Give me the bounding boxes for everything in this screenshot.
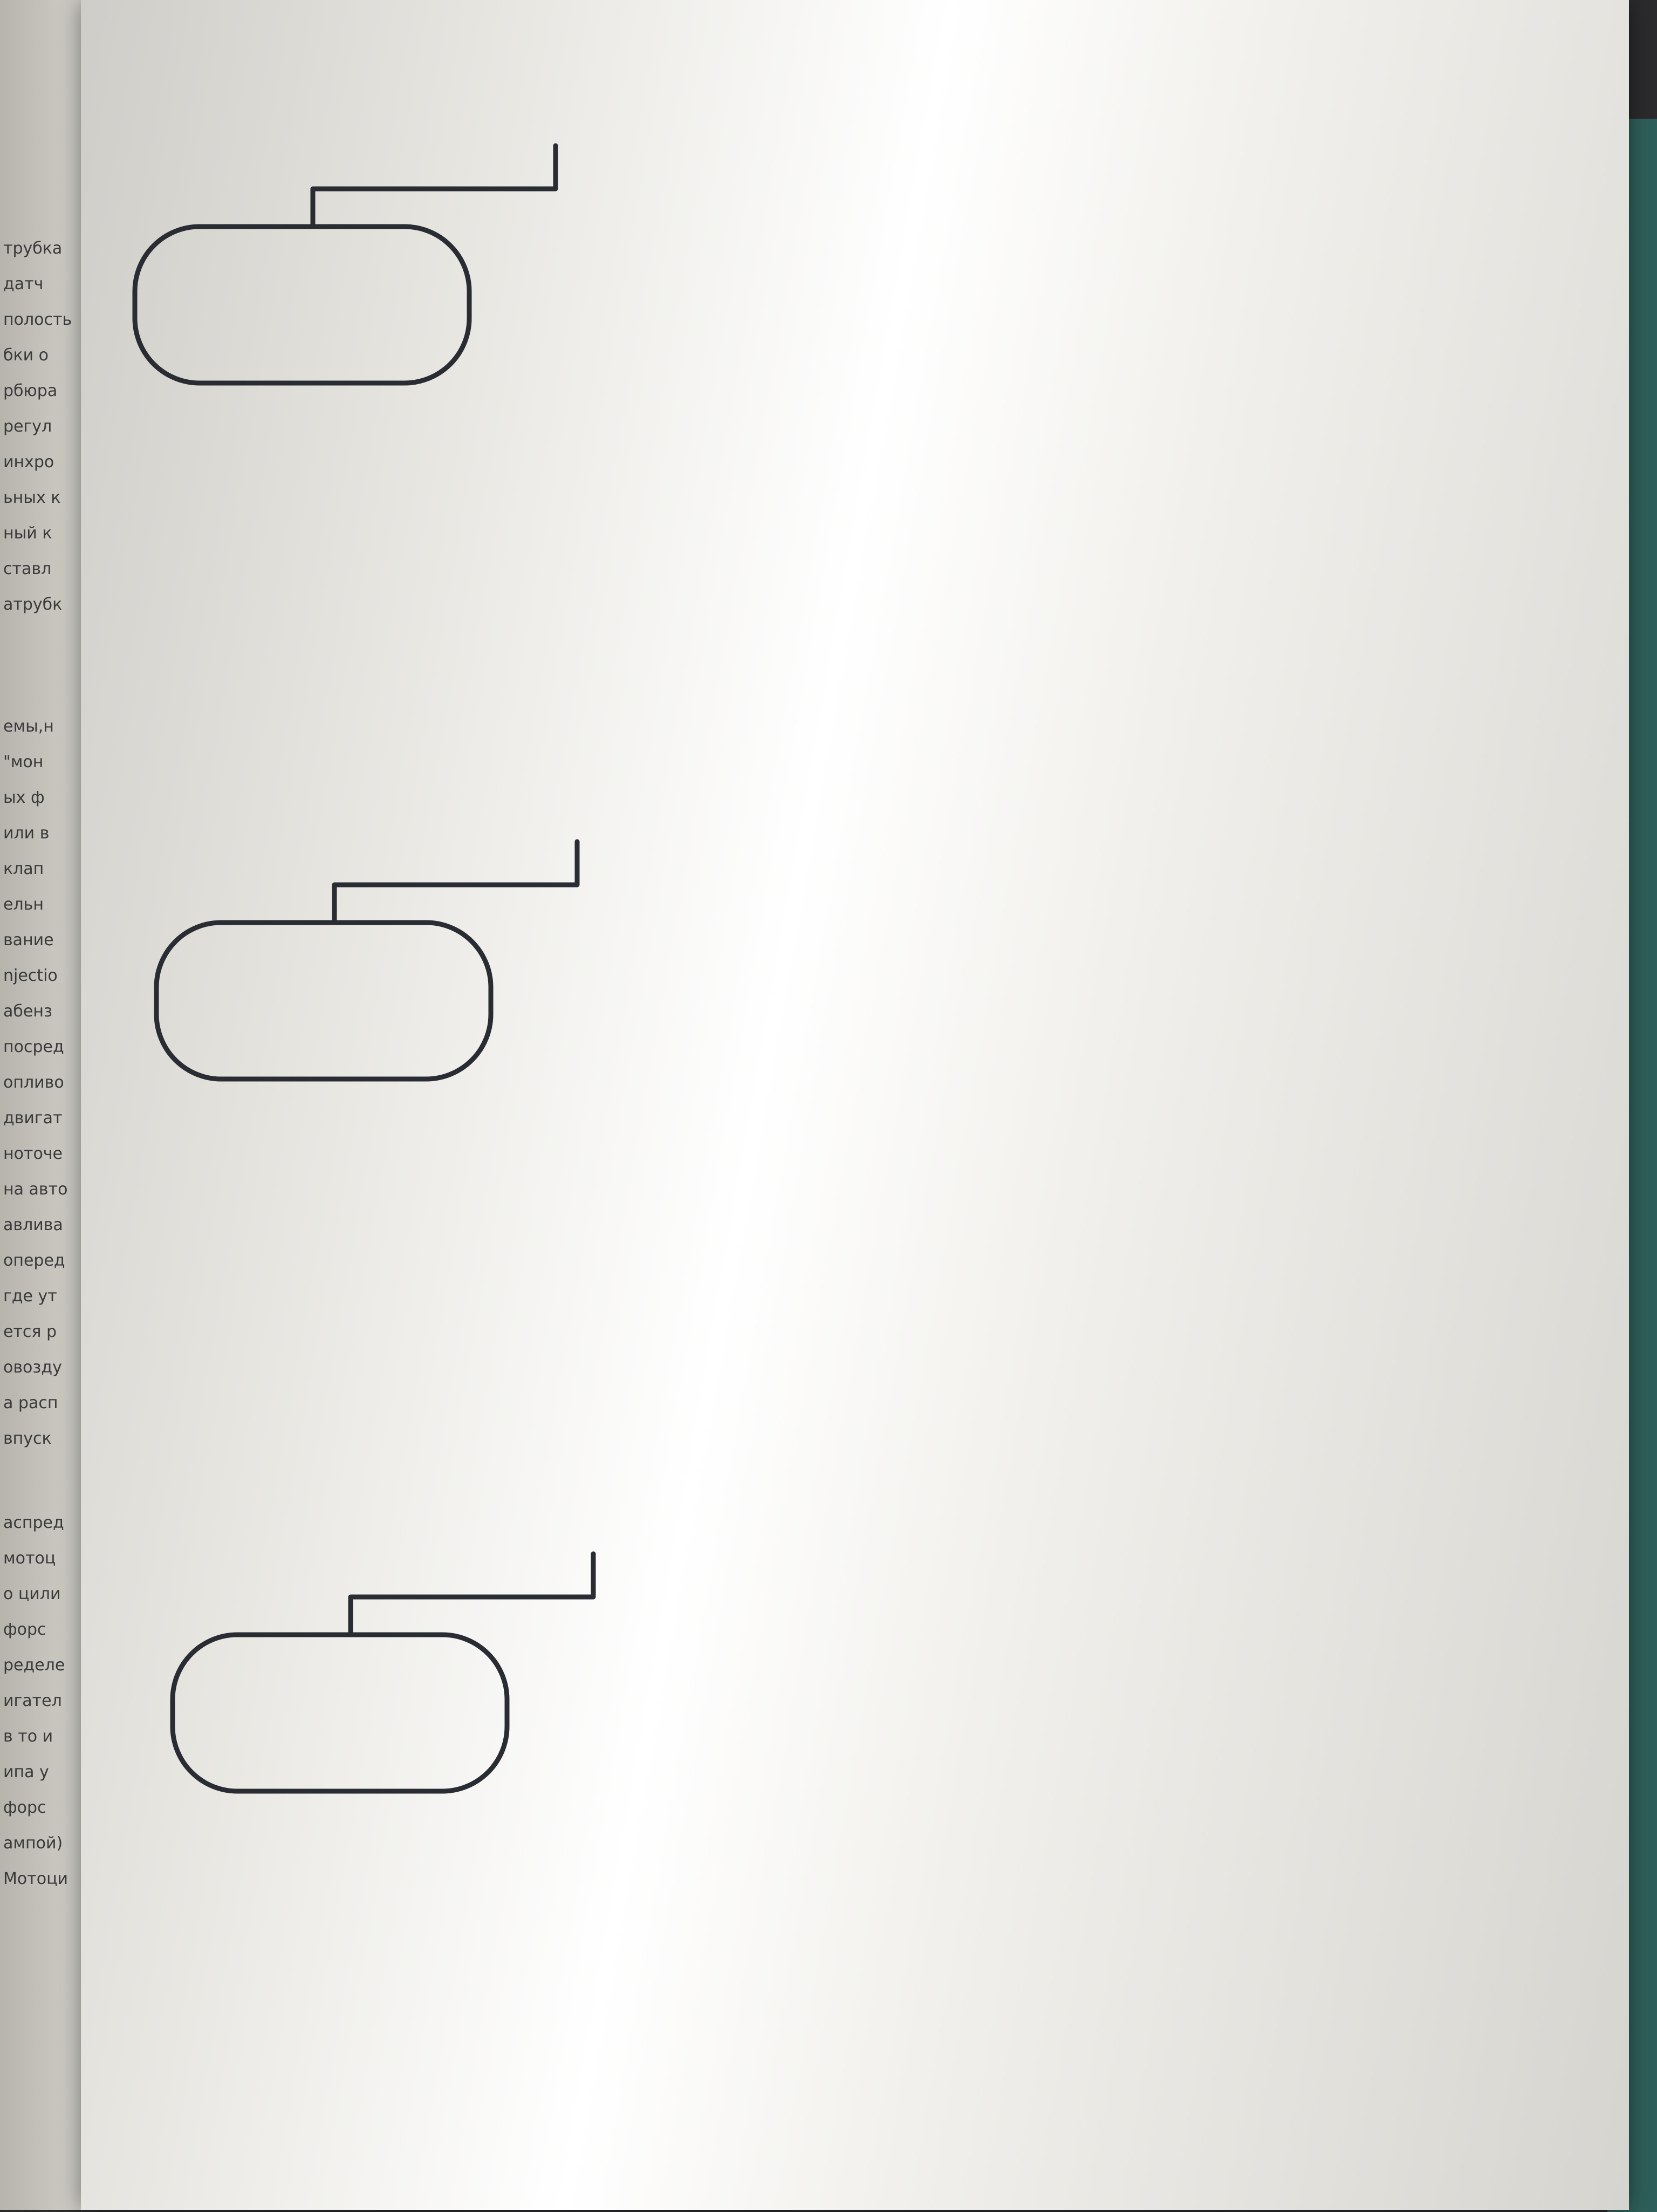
diagrams-canvas: AIR Адсорбер PURGE TANK ДДК УДК ДВС КАТ … <box>132 143 596 1794</box>
emission-schematic: AIR Адсорбер PURGE TANK ДДК УДК ДВС КАТ … <box>154 839 580 1082</box>
adjacent-page-line: ставл <box>3 559 51 578</box>
adjacent-page-line: "мон <box>3 753 43 772</box>
fuel-tank <box>154 920 494 1082</box>
adjacent-page-line: где ут <box>3 1287 57 1306</box>
adjacent-page-line: регул <box>3 417 52 436</box>
adjacent-page-line: оперед <box>3 1251 65 1270</box>
adjacent-page-line: о цили <box>3 1585 60 1603</box>
adjacent-page-line: атрубк <box>3 595 62 614</box>
adjacent-page-line: или в <box>3 824 49 843</box>
emission-schematic: AIR Адсорбер PURGE TANK ДДК УДК ДВС КАТ … <box>132 143 558 386</box>
tank-line: AIR Адсорбер PURGE TANK ДДК УДК ДВС КАТ … <box>332 839 580 925</box>
adjacent-page-line: ределе <box>3 1656 65 1675</box>
adjacent-page-line: двигат <box>3 1109 63 1128</box>
schematic-2: AIR Адсорбер PURGE TANK ДДК УДК ДВС КАТ … <box>154 839 580 1082</box>
adjacent-page-line: ых ф <box>3 788 45 807</box>
schematic-1: AIR Адсорбер PURGE TANK ДДК УДК ДВС КАТ … <box>132 143 558 386</box>
emission-schematic: AIR Адсорбер PURGE TANK ДДК УДК ДВС КАТ … <box>170 1551 596 1794</box>
adjacent-page-line: полость <box>3 310 72 329</box>
adjacent-page-line: аспред <box>3 1513 64 1532</box>
adjacent-page-line: ется р <box>3 1322 57 1341</box>
fuel-tank <box>132 224 472 386</box>
adjacent-page-line: посред <box>3 1037 64 1056</box>
adjacent-page-line: впуск <box>3 1429 52 1448</box>
tank-line: AIR Адсорбер PURGE TANK ДДК УДК ДВС КАТ … <box>310 143 558 229</box>
paper-sheet: AIR Адсорбер PURGE TANK ДДК УДК ДВС КАТ … <box>81 0 1629 2210</box>
adjacent-page-line: мотоц <box>3 1549 56 1568</box>
adjacent-page-line: емы,н <box>3 717 54 736</box>
adjacent-page-line: ельн <box>3 895 44 914</box>
schematic-3: AIR Адсорбер PURGE TANK ДДК УДК ДВС КАТ … <box>170 1551 596 1794</box>
adjacent-page-line: на авто <box>3 1180 67 1199</box>
adjacent-page-line: датч <box>3 275 43 293</box>
adjacent-page-line: бки о <box>3 346 49 365</box>
adjacent-page-line: ипа у <box>3 1763 49 1781</box>
adjacent-page-line: форс <box>3 1620 46 1639</box>
adjacent-page-line: вание <box>3 931 54 950</box>
adjacent-page-line: Мотоци <box>3 1869 68 1888</box>
adjacent-page-line: овозду <box>3 1358 62 1377</box>
adjacent-page-line: абенз <box>3 1002 52 1021</box>
tank-line: AIR Адсорбер PURGE TANK ДДК УДК ДВС КАТ … <box>348 1551 596 1637</box>
adjacent-page-line: опливо <box>3 1073 64 1092</box>
adjacent-page-line: рбюра <box>3 381 57 400</box>
adjacent-page-text: трубка датч полость бки о рбюра регул инхро ьны… <box>3 239 72 1888</box>
adjacent-page-line: авлива <box>3 1216 63 1234</box>
adjacent-page-line: ный к <box>3 524 52 543</box>
adjacent-book-page: трубка датч полость бки о рбюра регул инхро ьны… <box>0 0 81 2210</box>
adjacent-page-line: ампой) <box>3 1834 63 1853</box>
adjacent-page-line: форс <box>3 1798 46 1817</box>
fuel-tank <box>170 1632 510 1794</box>
adjacent-page-line: ьных к <box>3 488 60 507</box>
adjacent-page-line: njectio <box>3 966 58 985</box>
adjacent-page-line: в то и <box>3 1727 53 1746</box>
adjacent-page-line: клап <box>3 859 44 878</box>
adjacent-page-line: игател <box>3 1691 62 1710</box>
adjacent-page-line: а расп <box>3 1394 58 1412</box>
adjacent-page-line: трубка <box>3 239 62 258</box>
adjacent-page-line: ноточе <box>3 1144 63 1163</box>
adjacent-page-line: инхро <box>3 453 54 472</box>
